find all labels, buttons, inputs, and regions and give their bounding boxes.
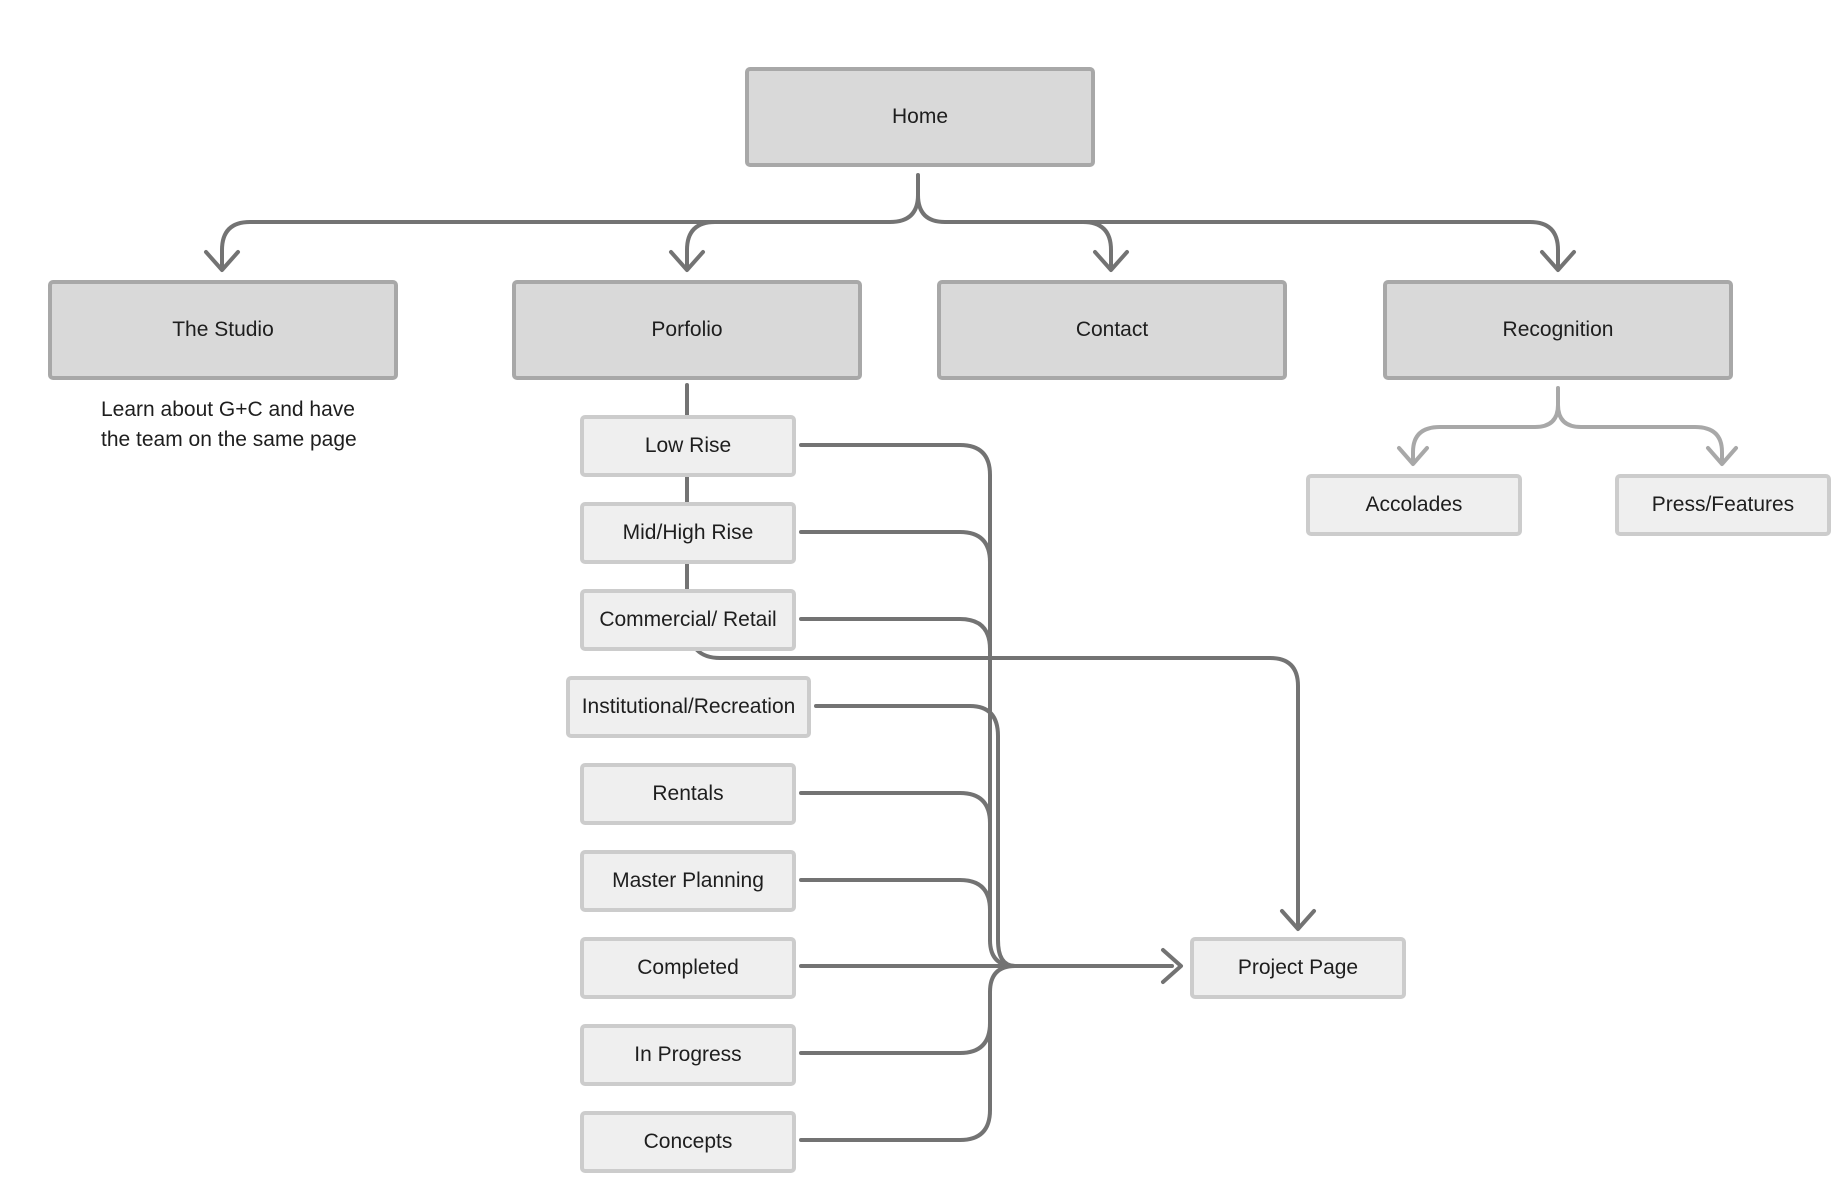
portfolio-item-label: Commercial/ Retail bbox=[599, 608, 777, 631]
portfolio-item-label: In Progress bbox=[634, 1043, 742, 1066]
arrowhead-project-page bbox=[1161, 948, 1183, 984]
project-page-label: Project Page bbox=[1237, 956, 1359, 979]
recognition-branch-connector bbox=[1411, 386, 1560, 462]
portfolio-node[interactable]: Porfolio bbox=[512, 280, 862, 380]
press-features-node[interactable]: Press/Features bbox=[1615, 474, 1831, 536]
home-label: Home bbox=[891, 105, 949, 128]
portfolio-item-master-planning[interactable]: Master Planning bbox=[580, 850, 796, 912]
home-branch-connector bbox=[1081, 220, 1113, 270]
the-studio-node[interactable]: The Studio bbox=[48, 280, 398, 380]
item-connector bbox=[799, 617, 992, 942]
arrowhead-project-page-top bbox=[1280, 909, 1316, 931]
item-connector bbox=[799, 530, 992, 942]
portfolio-item-in-progress[interactable]: In Progress bbox=[580, 1024, 796, 1086]
portfolio-item-label: Institutional/Recreation bbox=[581, 695, 796, 718]
item-connector bbox=[799, 791, 992, 942]
portfolio-item-label: Rentals bbox=[652, 782, 724, 805]
home-node[interactable]: Home bbox=[745, 67, 1095, 167]
arrowhead-press bbox=[1706, 446, 1738, 466]
home-branch-connector bbox=[220, 173, 920, 270]
arrowhead-accolades bbox=[1397, 446, 1429, 466]
recognition-node[interactable]: Recognition bbox=[1383, 280, 1733, 380]
arrowhead-studio bbox=[204, 250, 240, 272]
item-connector bbox=[799, 990, 992, 1142]
accolades-node[interactable]: Accolades bbox=[1306, 474, 1522, 536]
portfolio-item-label: Completed bbox=[637, 956, 739, 979]
arrowhead-portfolio bbox=[669, 250, 705, 272]
item-connector bbox=[799, 878, 992, 942]
recognition-label: Recognition bbox=[1502, 318, 1614, 341]
portfolio-item-label: Mid/High Rise bbox=[622, 521, 754, 544]
portfolio-label: Porfolio bbox=[651, 318, 723, 341]
portfolio-item-rentals[interactable]: Rentals bbox=[580, 763, 796, 825]
the-studio-label: The Studio bbox=[172, 318, 274, 341]
portfolio-item-commercial-retail[interactable]: Commercial/ Retail bbox=[580, 589, 796, 651]
portfolio-item-label: Concepts bbox=[643, 1130, 733, 1153]
recognition-branch-connector bbox=[1556, 403, 1724, 462]
home-branch-connector bbox=[685, 220, 717, 270]
portfolio-item-completed[interactable]: Completed bbox=[580, 937, 796, 999]
contact-label: Contact bbox=[1075, 318, 1149, 341]
home-branch-connector bbox=[916, 193, 1560, 270]
accolades-label: Accolades bbox=[1365, 493, 1463, 516]
arrowhead-contact bbox=[1093, 250, 1129, 272]
portfolio-item-concepts[interactable]: Concepts bbox=[580, 1111, 796, 1173]
contact-node[interactable]: Contact bbox=[937, 280, 1287, 380]
portfolio-item-mid-high-rise[interactable]: Mid/High Rise bbox=[580, 502, 796, 564]
portfolio-item-low-rise[interactable]: Low Rise bbox=[580, 415, 796, 477]
item-connector bbox=[799, 443, 1017, 968]
press-features-label: Press/Features bbox=[1651, 493, 1795, 516]
item-connector bbox=[814, 704, 1017, 968]
arrowhead-recognition bbox=[1540, 250, 1576, 272]
studio-description: Learn about G+C and have the team on the… bbox=[101, 398, 357, 451]
portfolio-item-label: Low Rise bbox=[644, 434, 732, 457]
item-connector bbox=[799, 964, 1017, 1055]
portfolio-item-institutional-recreation[interactable]: Institutional/Recreation bbox=[566, 676, 811, 738]
portfolio-item-label: Master Planning bbox=[612, 869, 764, 892]
project-page-node[interactable]: Project Page bbox=[1190, 937, 1406, 999]
